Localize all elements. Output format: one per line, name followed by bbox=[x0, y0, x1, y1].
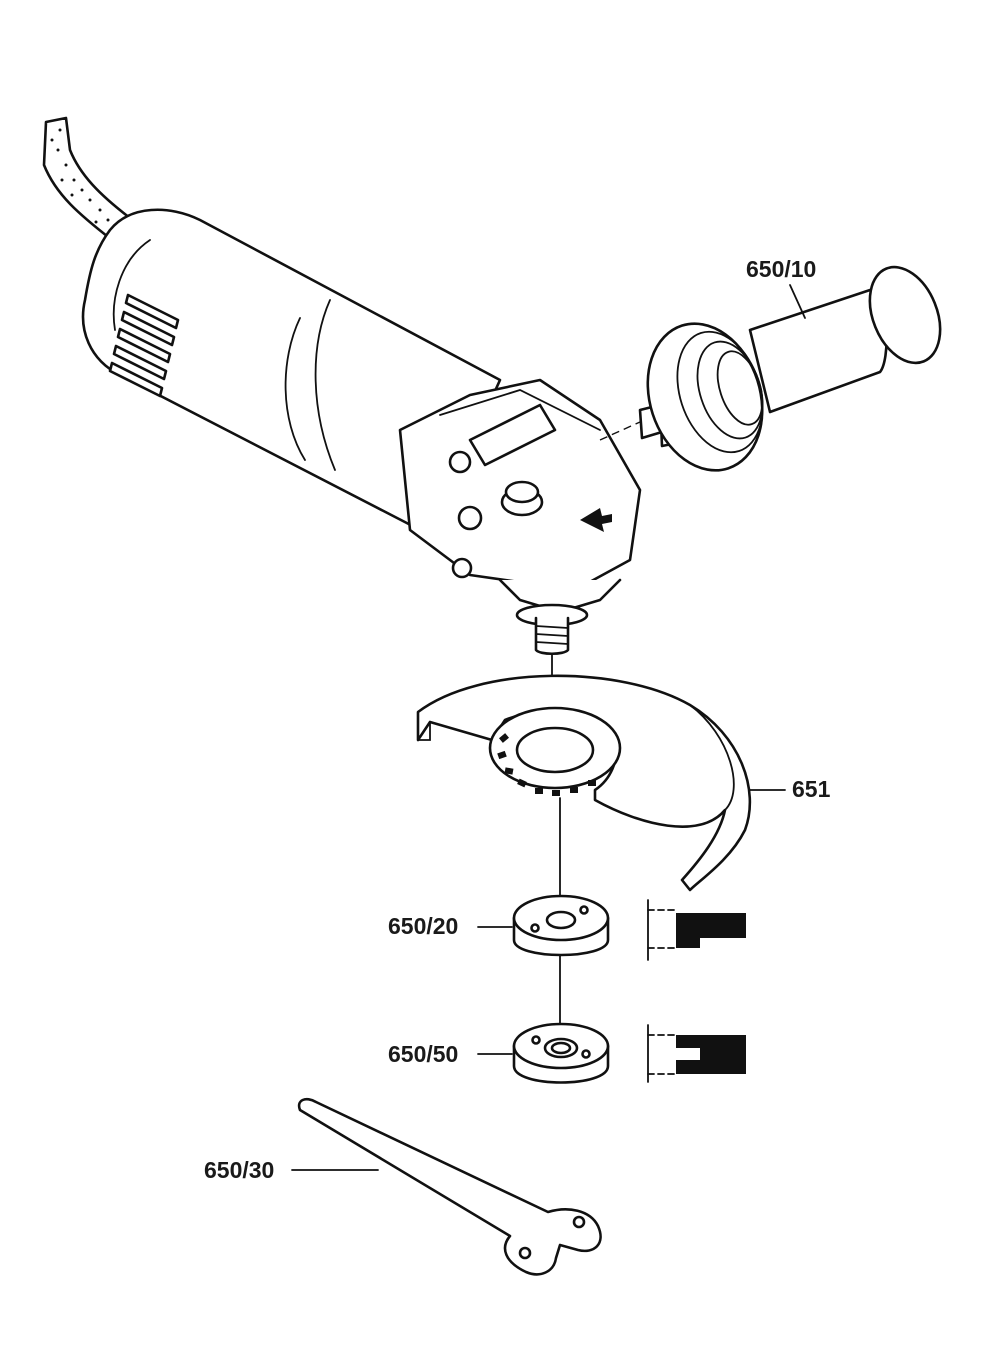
label-inner-flange: 650/20 bbox=[388, 913, 459, 939]
clamping-nut-section-icon bbox=[647, 1024, 746, 1083]
inner-flange-section-icon bbox=[647, 899, 746, 961]
label-wheel-guard: 651 bbox=[792, 776, 831, 802]
label-clamping-nut: 650/50 bbox=[388, 1041, 459, 1067]
inner-flange bbox=[512, 894, 610, 957]
leader-lines bbox=[291, 654, 786, 1171]
power-cord bbox=[42, 116, 132, 242]
guard-clamp-teeth bbox=[497, 733, 596, 796]
clamping-nut bbox=[512, 1022, 610, 1084]
side-handle bbox=[599, 265, 942, 472]
spanner-wrench bbox=[297, 1097, 602, 1276]
label-side-handle: 650/10 bbox=[746, 256, 817, 282]
wheel-guard bbox=[416, 674, 752, 892]
angle-grinder-body bbox=[81, 208, 642, 656]
ventilation-slots bbox=[108, 293, 180, 398]
label-spanner: 650/30 bbox=[204, 1157, 275, 1183]
